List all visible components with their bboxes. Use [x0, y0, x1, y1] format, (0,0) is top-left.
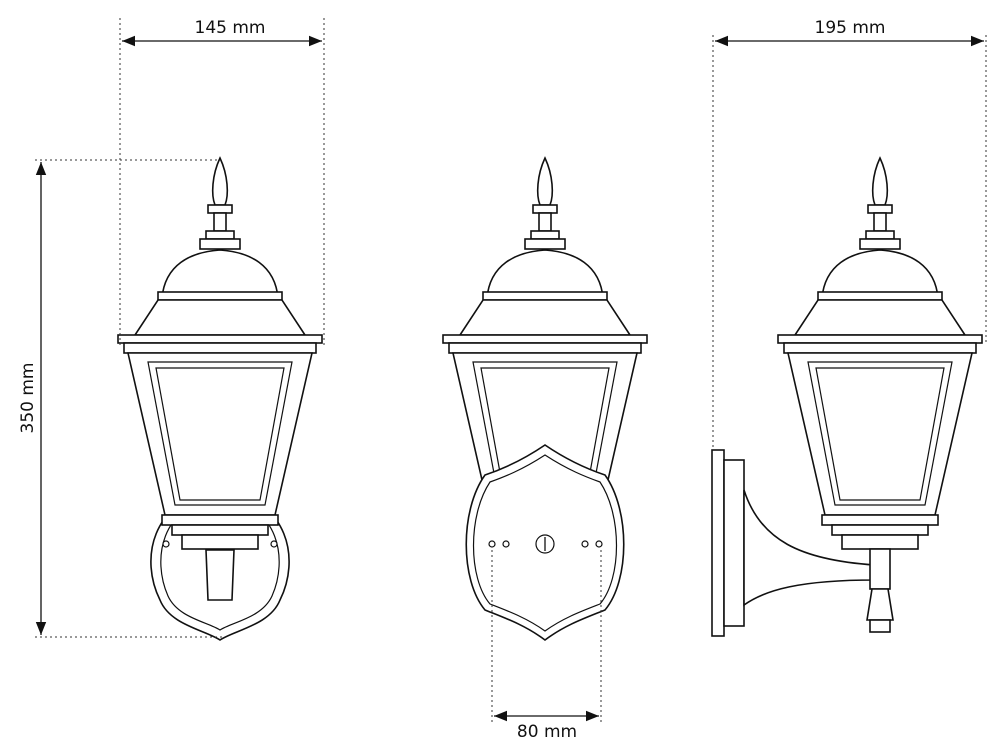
dimension-mount-spacing — [491, 550, 602, 722]
dimension-label-195: 195 mm — [815, 18, 886, 38]
dimension-label-350: 350 mm — [18, 363, 38, 434]
lantern-back-view — [442, 157, 648, 641]
dimension-width-front — [119, 18, 325, 345]
dimension-label-145: 145 mm — [195, 18, 266, 38]
dimension-label-80: 80 mm — [517, 722, 577, 742]
lantern-front-view — [117, 157, 323, 641]
lantern-side-view — [711, 157, 983, 637]
dimension-width-side — [712, 35, 987, 450]
dimension-height — [35, 159, 222, 638]
